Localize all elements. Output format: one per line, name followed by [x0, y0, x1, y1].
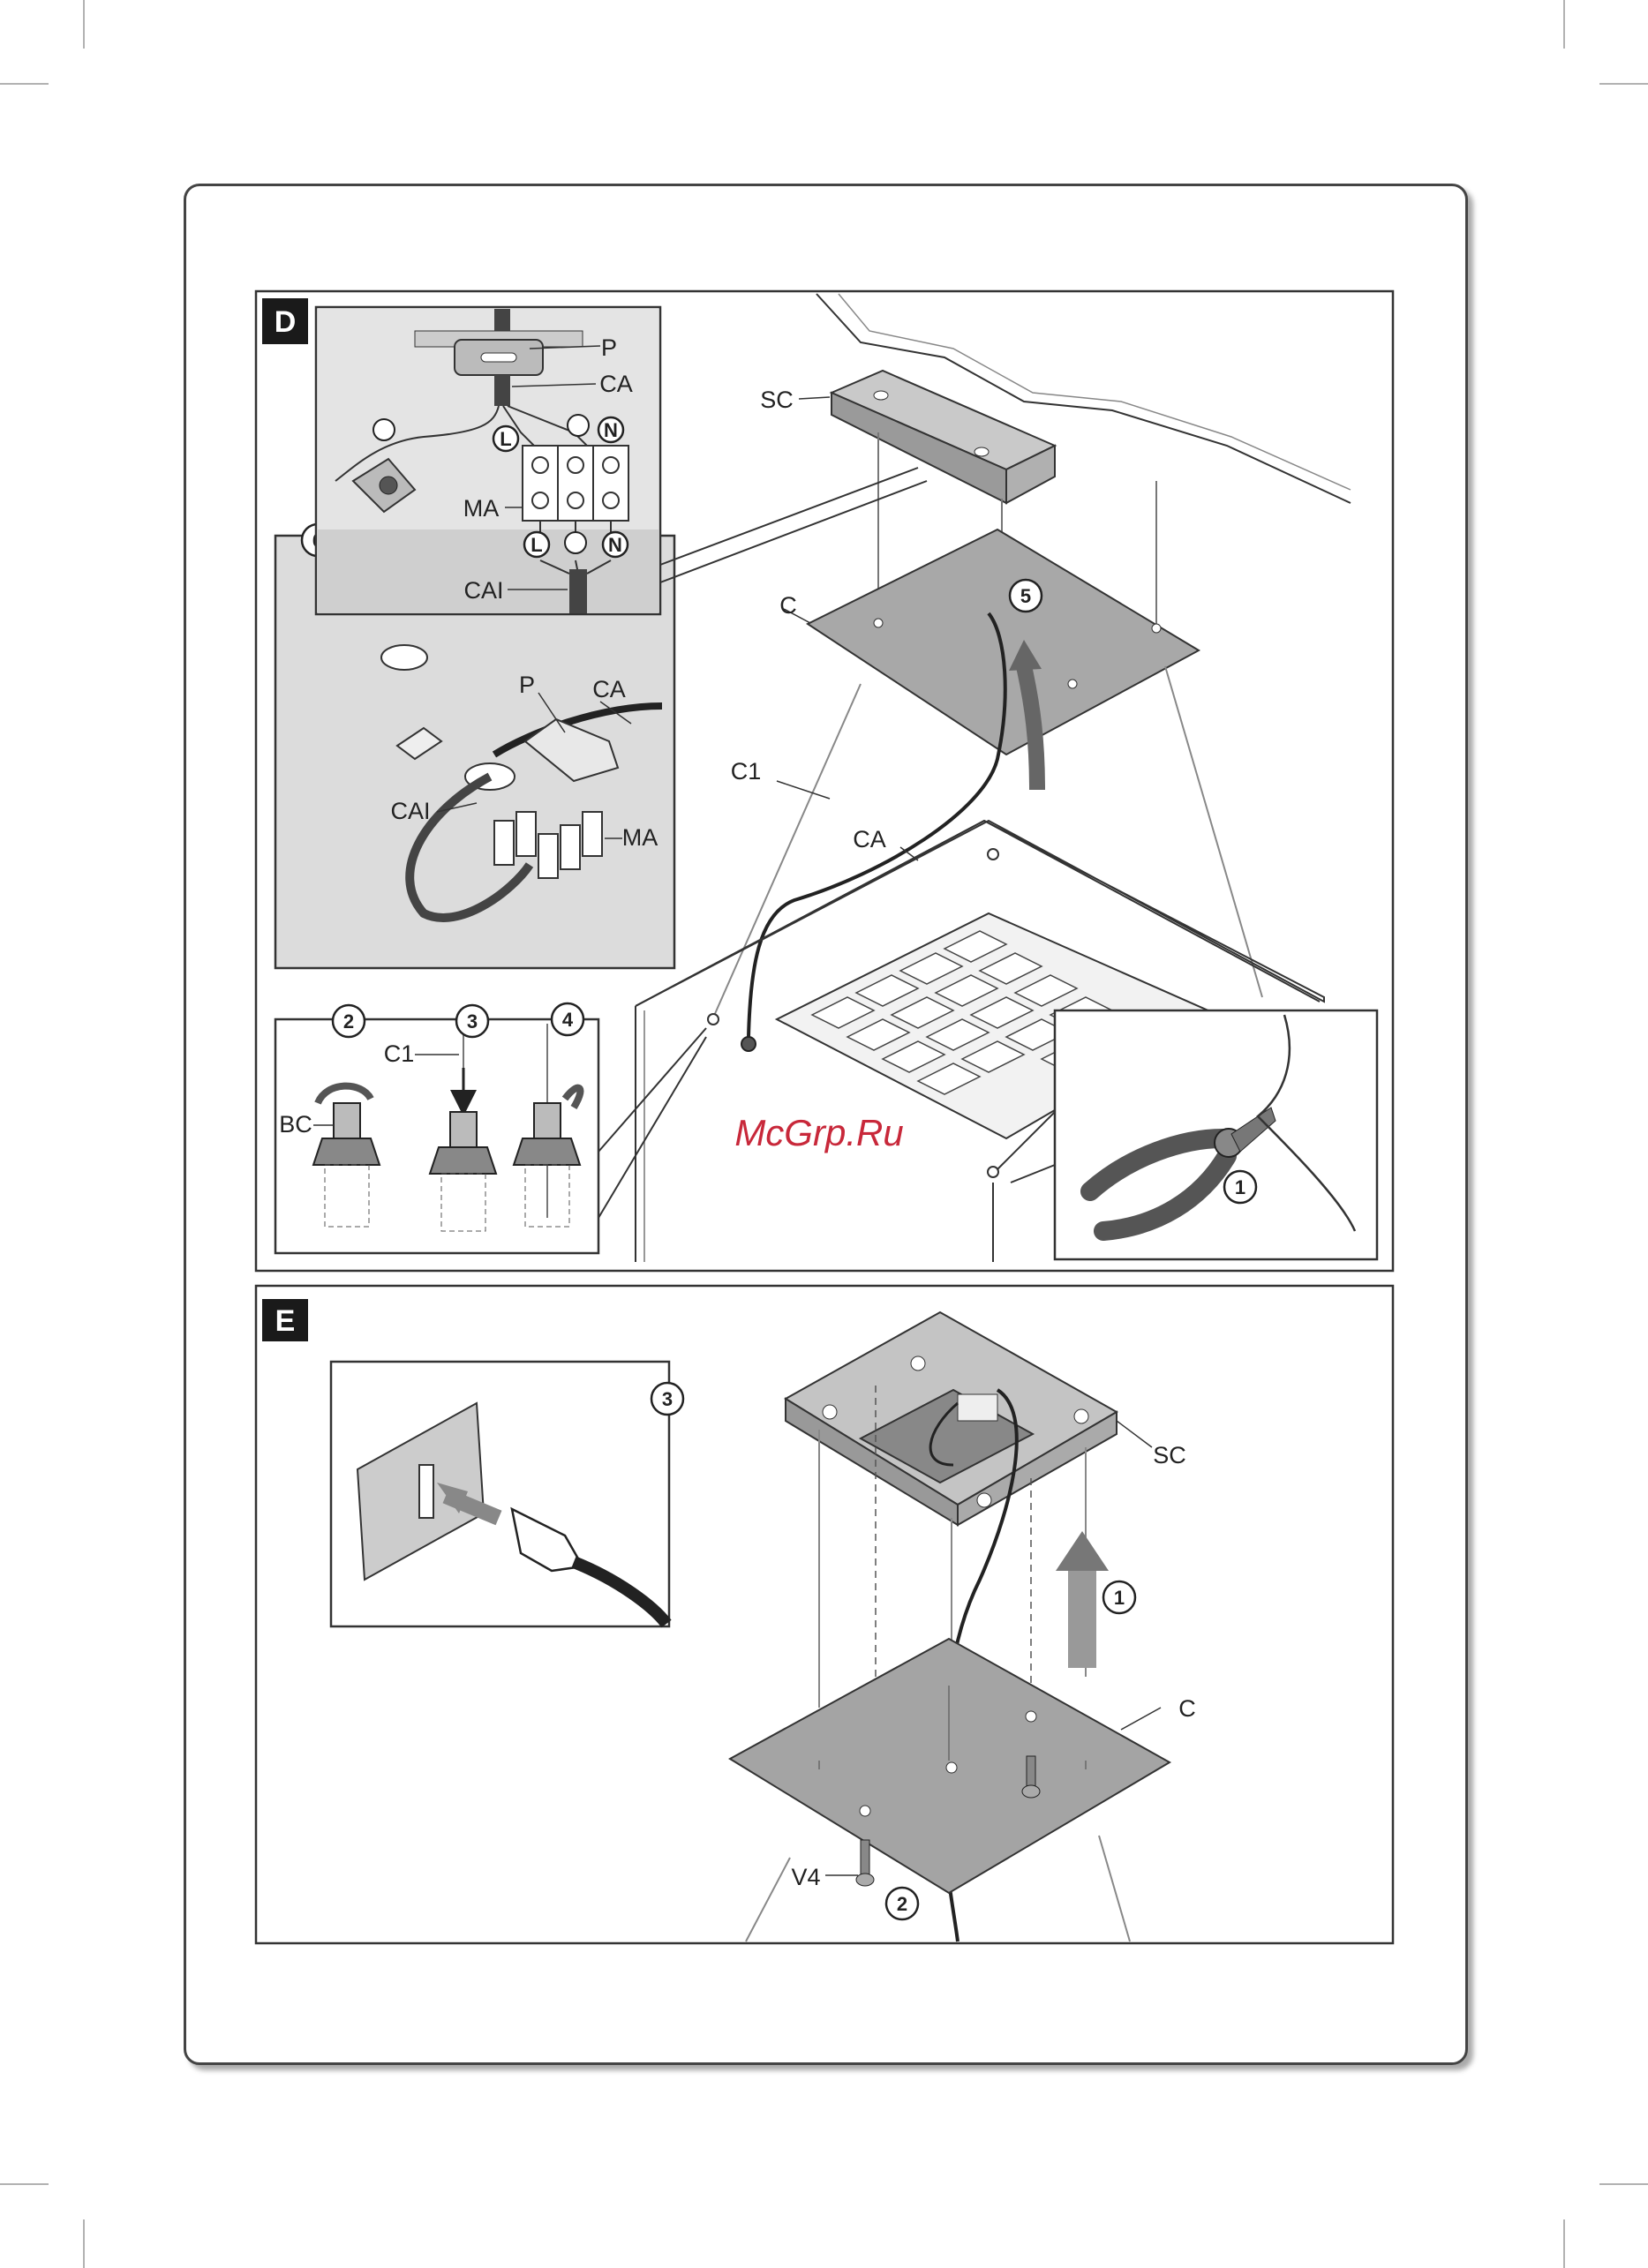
ceiling-bracket-sc-e: [786, 1312, 1117, 1525]
ground-icon: [373, 419, 395, 440]
svg-text:2: 2: [343, 1010, 354, 1033]
label-sc-d: SC: [760, 387, 794, 413]
section-d-badge-text: D: [275, 305, 297, 339]
ground-icon: [565, 532, 586, 553]
svg-text:1: 1: [1114, 1587, 1125, 1609]
arrow-up-icon: [1056, 1531, 1109, 1571]
label-ca-lower: CA: [592, 676, 626, 702]
svg-text:N: N: [604, 419, 618, 441]
label-p-lower: P: [519, 672, 535, 698]
label-c1-d: C1: [731, 758, 762, 785]
label-cai-lower: CAI: [390, 798, 430, 824]
svg-text:4: 4: [562, 1009, 574, 1031]
svg-text:L: L: [531, 534, 542, 556]
svg-text:1: 1: [1235, 1176, 1245, 1198]
label-ca-d: CA: [853, 826, 886, 852]
label-sc-e: SC: [1153, 1442, 1186, 1468]
arrow-up-bar: [1068, 1566, 1096, 1668]
label-ma-inset: MA: [463, 495, 500, 522]
label-c1-cap: C1: [384, 1040, 415, 1067]
watermark: McGrp.Ru: [734, 1112, 903, 1153]
screw-v4-left: [856, 1840, 874, 1886]
ground-icon: [568, 415, 589, 436]
label-ca-inset: CA: [599, 371, 633, 397]
svg-text:3: 3: [467, 1010, 478, 1033]
svg-text:2: 2: [897, 1893, 907, 1915]
label-cai-inset: CAI: [463, 577, 503, 604]
label-c-d: C: [779, 592, 797, 619]
svg-text:L: L: [500, 428, 511, 450]
ceiling-bracket-sc: [832, 371, 1055, 503]
svg-text:3: 3: [662, 1388, 673, 1410]
label-c-e: C: [1178, 1695, 1196, 1722]
label-ma-lower: MA: [622, 824, 658, 851]
svg-text:N: N: [608, 534, 622, 556]
label-p-inset: P: [601, 334, 617, 361]
terminal-block-ma: [523, 446, 628, 521]
section-e-badge-text: E: [275, 1304, 296, 1338]
label-v4: V4: [791, 1864, 820, 1890]
label-bc: BC: [279, 1111, 312, 1138]
svg-text:5: 5: [1020, 585, 1031, 607]
